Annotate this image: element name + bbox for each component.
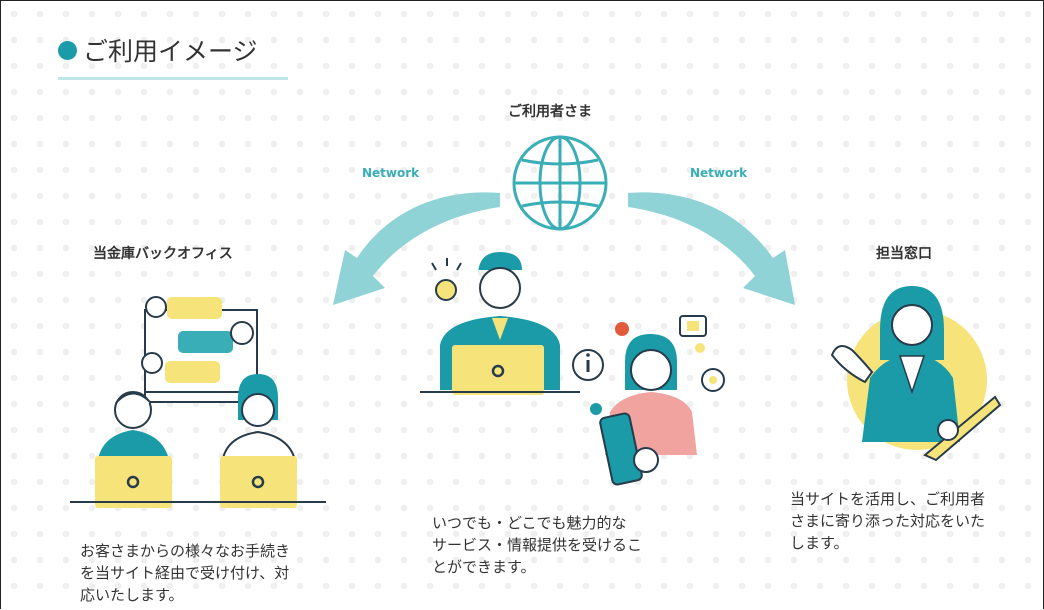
section-title-text: ご利用イメージ xyxy=(83,37,258,66)
network-label-left: Network xyxy=(362,166,420,180)
user-illustration xyxy=(420,252,725,486)
left-description: お客さまからの様々なお手続き を当サイト経由で受け付け、対 応いたします。 xyxy=(80,542,291,604)
left-label: 当金庫バックオフィス xyxy=(93,246,233,262)
center-description: いつでも・どこでも魅力的な サービス・情報提供を受けるこ とができます。 xyxy=(432,514,643,576)
section-title: ご利用イメージ xyxy=(58,32,258,68)
right-label: 担当窓口 xyxy=(876,246,932,262)
network-arrow-right xyxy=(628,192,795,305)
globe-icon xyxy=(512,135,608,231)
staff-illustration xyxy=(830,286,1002,462)
title-underline xyxy=(58,77,288,80)
network-label-right: Network xyxy=(690,166,748,180)
right-description: 当サイトを活用し、ご利用者 さまに寄り添った対応をいた します。 xyxy=(790,490,986,552)
center-label: ご利用者さま xyxy=(508,104,592,120)
network-arrow-left xyxy=(333,192,500,305)
title-bullet-icon xyxy=(58,40,77,60)
backoffice-illustration xyxy=(70,296,326,508)
